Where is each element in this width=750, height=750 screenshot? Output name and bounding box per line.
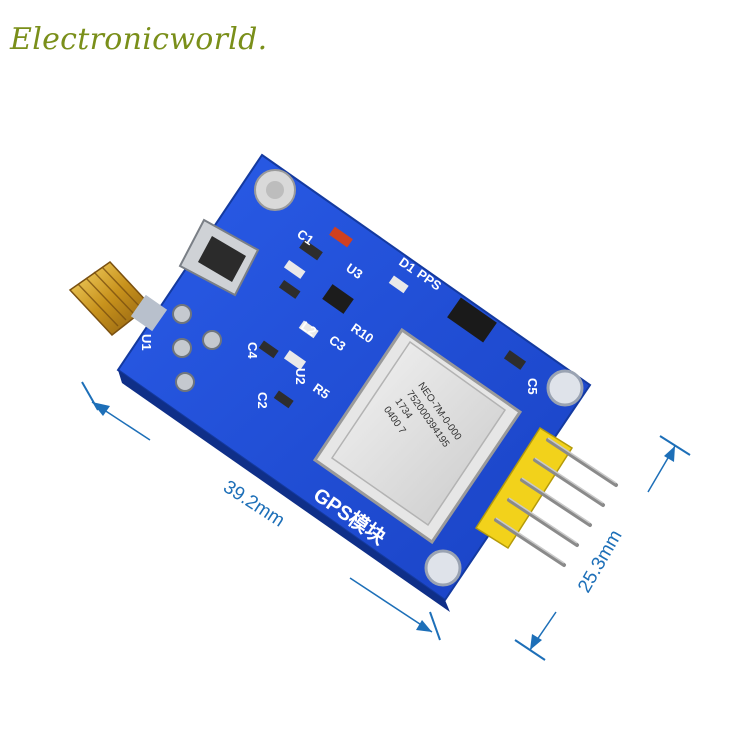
pin-pad	[175, 372, 195, 392]
width-label: 25.3mm	[574, 527, 627, 597]
watermark-text: Electronicworld.	[10, 22, 268, 57]
label-u1: U1	[139, 334, 154, 351]
label-c2: C2	[255, 392, 270, 409]
mounting-hole	[424, 549, 462, 587]
smd-components	[258, 226, 527, 409]
neo-7m-module: NEO-7M-0-000 752000394195 1734 0400 7	[312, 327, 523, 545]
label-l2: L2	[298, 318, 319, 339]
label-c5: C5	[525, 378, 540, 395]
pin-pad	[172, 304, 192, 324]
micro-usb-port	[178, 218, 260, 297]
label-u2: U2	[293, 368, 308, 385]
pin-pad	[202, 330, 222, 350]
pin-header	[474, 426, 618, 567]
mounting-hole	[546, 369, 584, 407]
pcb-board: NEO-7M-0-000 752000394195 1734 0400 7 C1…	[68, 153, 618, 612]
sma-antenna-connector	[68, 261, 168, 337]
label-c4: C4	[245, 342, 260, 359]
pin-pad	[172, 338, 192, 358]
pcb-edge-shadow	[118, 370, 450, 612]
